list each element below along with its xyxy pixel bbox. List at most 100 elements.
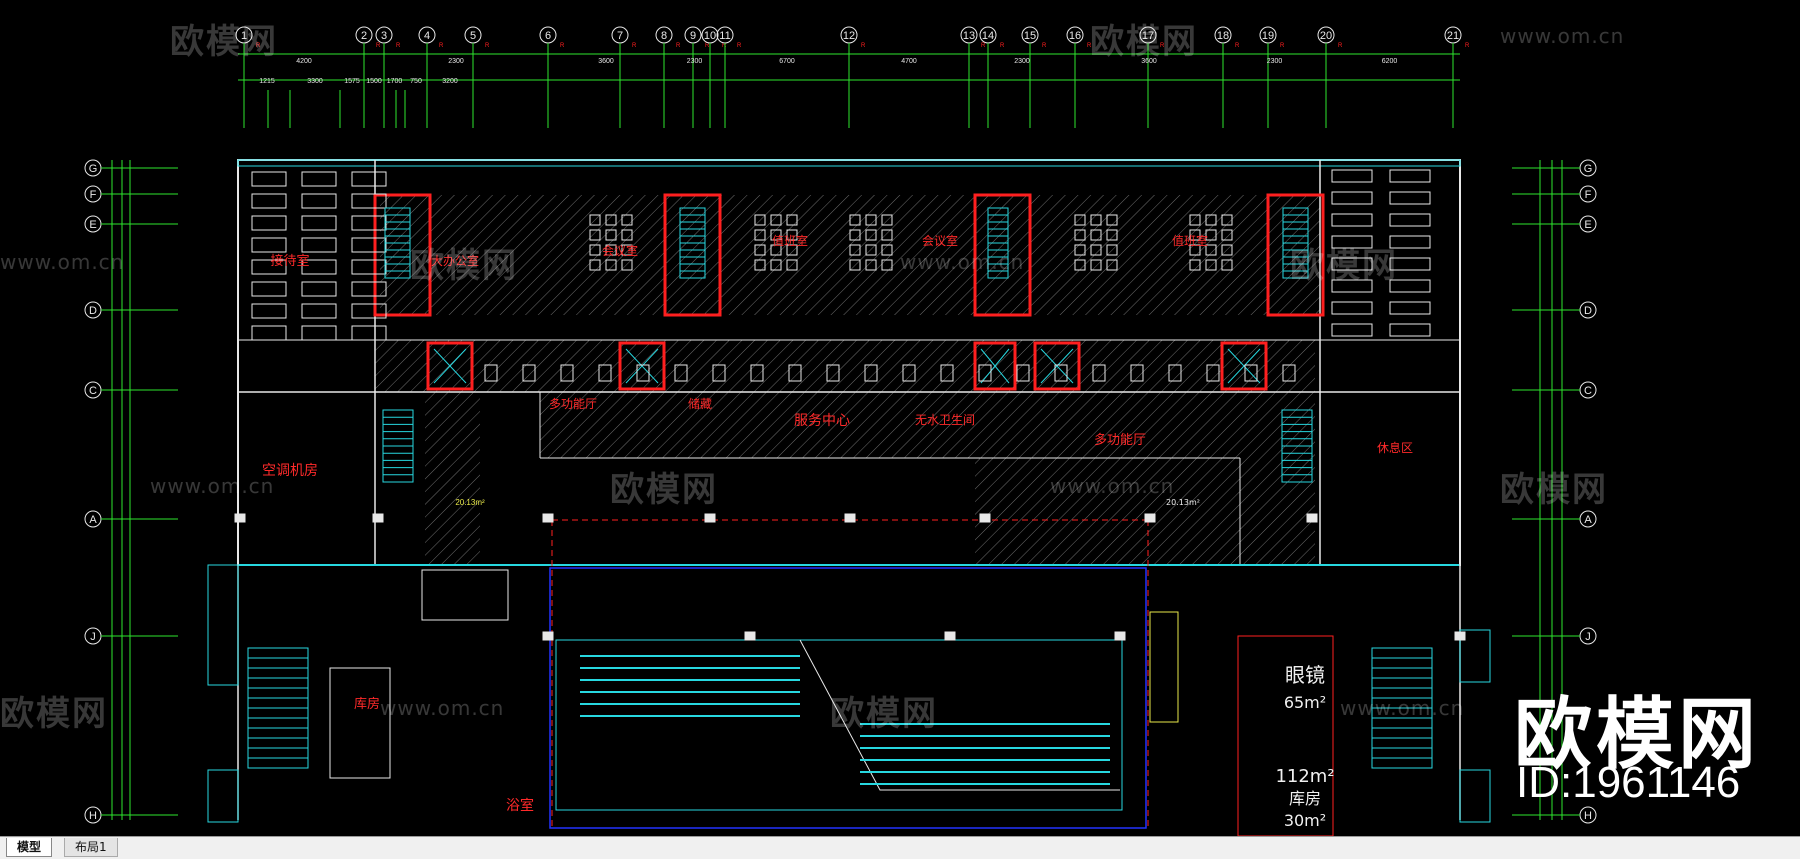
workstation-desk bbox=[865, 244, 877, 256]
workstation-desk bbox=[849, 214, 861, 226]
grid-axis-tag: R bbox=[1087, 43, 1092, 49]
workstation-desk bbox=[1205, 214, 1217, 226]
grid-axis-label: 19 bbox=[1262, 30, 1274, 42]
grid-axis-label: G bbox=[89, 163, 98, 175]
workstation-desk bbox=[754, 244, 766, 256]
elevator-x bbox=[433, 348, 467, 384]
workstation-desk bbox=[1389, 279, 1431, 293]
structural-column bbox=[944, 631, 956, 641]
workstation-desk bbox=[1389, 301, 1431, 315]
workstation-desk bbox=[589, 259, 601, 271]
room-label: 库房 bbox=[354, 696, 380, 712]
workstation-desk bbox=[1205, 244, 1217, 256]
room-label: 库房 bbox=[1289, 789, 1321, 808]
workstation-desk bbox=[605, 259, 617, 271]
corridor-desk bbox=[788, 364, 802, 382]
stair-core-wall bbox=[1266, 193, 1325, 317]
structural-column bbox=[1144, 513, 1156, 523]
grid-axis-label: J bbox=[1585, 631, 1591, 643]
workstation-desk bbox=[1331, 191, 1373, 205]
elevator-shaft bbox=[426, 341, 474, 391]
grid-axis-tag: R bbox=[256, 43, 261, 49]
workstation-desk bbox=[1074, 244, 1086, 256]
workstation-desk bbox=[1221, 244, 1233, 256]
workstation-desk bbox=[251, 171, 287, 187]
workstation-desk bbox=[1106, 259, 1118, 271]
workstation-desk bbox=[1189, 229, 1201, 241]
room-box bbox=[329, 667, 391, 779]
room-box bbox=[421, 569, 509, 621]
grid-axis-label: G bbox=[1584, 163, 1593, 175]
structural-column bbox=[542, 631, 554, 641]
elevator-shaft bbox=[1220, 341, 1268, 391]
dimension-text: 2300 bbox=[1267, 58, 1283, 65]
dimension-text: 3600 bbox=[1141, 58, 1157, 65]
dimension-text: 6700 bbox=[779, 58, 795, 65]
corridor-desk bbox=[864, 364, 878, 382]
grid-axis-label: 4 bbox=[424, 30, 430, 42]
grid-axis-label: C bbox=[89, 385, 97, 397]
room-label: 接待室 bbox=[270, 253, 309, 269]
corridor-desk bbox=[484, 364, 498, 382]
tab-model[interactable]: 模型 bbox=[6, 838, 53, 857]
workstation-desk bbox=[251, 237, 287, 253]
grid-axis-tag: R bbox=[376, 43, 381, 49]
corridor-desk bbox=[712, 364, 726, 382]
room-label: 浴室 bbox=[506, 797, 534, 814]
room-label: 值班室 bbox=[772, 233, 808, 248]
grid-axis-label: 18 bbox=[1217, 30, 1229, 42]
workstation-desk bbox=[881, 244, 893, 256]
dimension-text: 1215 bbox=[259, 78, 275, 85]
workstation-desk bbox=[770, 229, 782, 241]
building-parapet bbox=[237, 159, 1461, 167]
corridor-desk bbox=[940, 364, 954, 382]
elevator-x bbox=[1227, 348, 1261, 384]
workstation-desk bbox=[1189, 259, 1201, 271]
grid-axis-label: F bbox=[90, 189, 97, 201]
room-label: 无水卫生间 bbox=[915, 413, 975, 427]
structural-column bbox=[844, 513, 856, 523]
workstation-desk bbox=[351, 215, 387, 231]
workstation-desk bbox=[754, 229, 766, 241]
workstation-desk bbox=[865, 259, 877, 271]
room-label: 30m² bbox=[1284, 811, 1326, 830]
workstation-desk bbox=[351, 193, 387, 209]
dimension-text: 4200 bbox=[296, 58, 312, 65]
grid-axis-tag: R bbox=[1160, 43, 1165, 49]
workstation-desk bbox=[301, 303, 337, 319]
grid-axis-label: 9 bbox=[690, 30, 696, 42]
workstation-desk bbox=[351, 325, 387, 341]
workstation-desk bbox=[786, 259, 798, 271]
workstation-desk bbox=[786, 229, 798, 241]
elevator-shaft bbox=[973, 341, 1017, 391]
dimension-text: 3600 bbox=[598, 58, 614, 65]
workstation-desk bbox=[786, 214, 798, 226]
workstation-desk bbox=[251, 281, 287, 297]
corridor-desk bbox=[1244, 364, 1258, 382]
workstation-desk bbox=[1205, 259, 1217, 271]
workstation-desk bbox=[881, 229, 893, 241]
grid-axis-tag: R bbox=[705, 43, 710, 49]
room-label: 大办公室 bbox=[431, 253, 479, 268]
grid-axis-tag: R bbox=[676, 43, 681, 49]
workstation-desk bbox=[1189, 244, 1201, 256]
workstation-desk bbox=[849, 259, 861, 271]
storage-yellow bbox=[1149, 611, 1179, 723]
workstation-desk bbox=[1221, 229, 1233, 241]
workstation-desk bbox=[1090, 259, 1102, 271]
model-id-text: ID:1961146 bbox=[1516, 758, 1741, 807]
side-stair-box bbox=[1459, 629, 1491, 683]
structural-column bbox=[1114, 631, 1126, 641]
workstation-desk bbox=[301, 171, 337, 187]
workstation-desk bbox=[589, 214, 601, 226]
room-label: 多功能厅 bbox=[1094, 432, 1146, 448]
tab-layout1[interactable]: 布局1 bbox=[64, 838, 118, 857]
grid-axis-label: 16 bbox=[1069, 30, 1081, 42]
workstation-desk bbox=[770, 244, 782, 256]
lobby-hatch bbox=[975, 392, 1315, 564]
grid-axis-label: E bbox=[1584, 219, 1591, 231]
workstation-desk bbox=[621, 244, 633, 256]
workstation-desk bbox=[881, 214, 893, 226]
corridor-desk bbox=[560, 364, 574, 382]
